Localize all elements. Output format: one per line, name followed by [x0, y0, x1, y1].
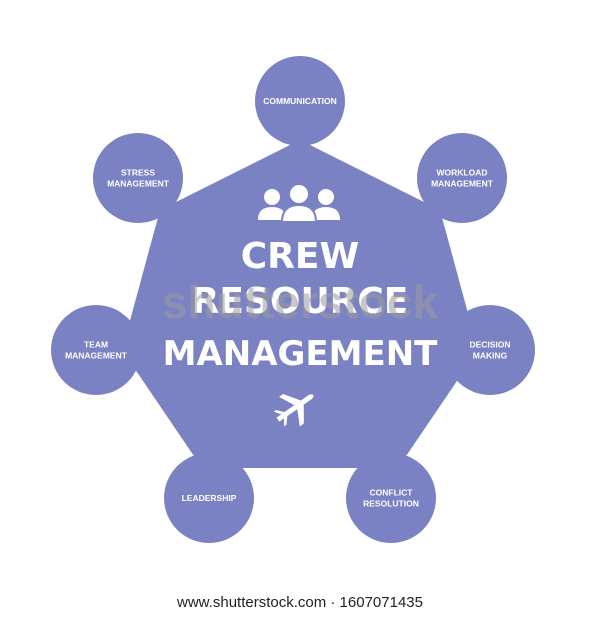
title-line-2: RESOURCE — [192, 281, 409, 322]
airplane-icon — [273, 393, 314, 427]
node-communication: COMMUNICATION — [255, 56, 345, 146]
crm-diagram: COMMUNICATIONWORKLOADMANAGEMENTDECISIONM… — [51, 56, 535, 543]
node-label-line: MANAGEMENT — [65, 351, 128, 361]
node-label-line: CONFLICT — [370, 488, 414, 498]
node-circle — [51, 305, 141, 395]
node-label-line: LEADERSHIP — [182, 493, 237, 503]
footer-credit: www.shutterstock.com · 1607071435 — [177, 594, 423, 611]
node-label-line: RESOLUTION — [363, 499, 419, 509]
node-label-line: STRESS — [121, 168, 155, 178]
node-label-line: MAKING — [473, 351, 508, 361]
node-leadership: LEADERSHIP — [164, 453, 254, 543]
watermark: shutterstock — [162, 276, 438, 328]
crew-people-icon — [258, 183, 340, 223]
node-label-line: WORKLOAD — [437, 168, 488, 178]
node-circle — [445, 305, 535, 395]
node-label-line: MANAGEMENT — [431, 179, 494, 189]
node-circle — [417, 133, 507, 223]
node-label-line: COMMUNICATION — [263, 96, 337, 106]
title-line-1: CREW — [241, 236, 359, 277]
node-circle — [93, 133, 183, 223]
node-circle — [255, 56, 345, 146]
node-circle — [346, 453, 436, 543]
node-circle — [164, 453, 254, 543]
node-label-line: MANAGEMENT — [107, 179, 170, 189]
node-label-line: TEAM — [84, 340, 108, 350]
heptagon-background — [122, 140, 478, 468]
node-label-line: DECISION — [469, 340, 510, 350]
topic-nodes: COMMUNICATIONWORKLOADMANAGEMENTDECISIONM… — [51, 56, 535, 543]
title-line-3: MANAGEMENT — [163, 334, 439, 374]
